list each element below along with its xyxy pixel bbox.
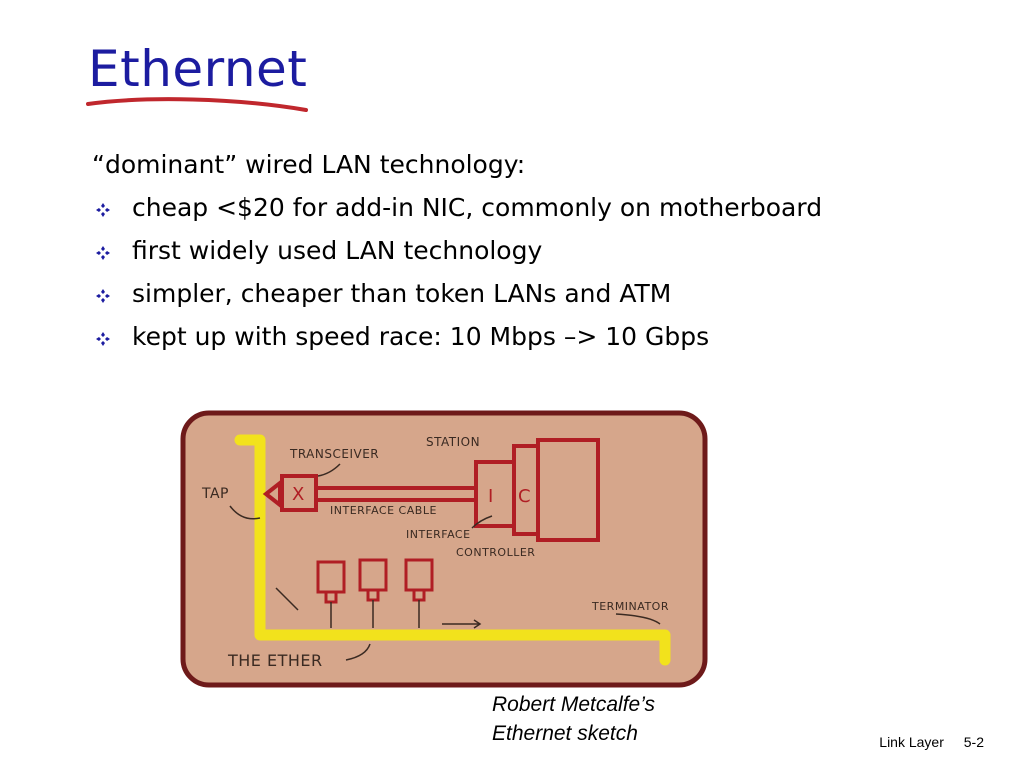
diamond-cluster-icon (96, 246, 110, 260)
footer-page-number: 5-2 (963, 734, 984, 750)
lead-text: “dominant” wired LAN technology: (92, 150, 526, 179)
ethernet-sketch: X I C TAP TRANSCEIVER STATION INTERFACE … (180, 410, 708, 688)
interface-controller-label-1: INTERFACE (406, 528, 471, 541)
diamond-cluster-icon (96, 203, 110, 217)
diamond-cluster-icon (96, 332, 110, 346)
station-label: STATION (426, 435, 480, 449)
station-box (536, 438, 600, 542)
ether-cable (234, 434, 671, 666)
interface-cable-label: INTERFACE CABLE (330, 504, 437, 517)
list-item: simpler, cheaper than token LANs and ATM (96, 278, 822, 321)
drop-station (316, 560, 346, 628)
interface-controller-label-2: CONTROLLER (456, 546, 535, 559)
list-item: kept up with speed race: 10 Mbps –> 10 G… (96, 321, 822, 364)
title-underline (86, 97, 308, 112)
tap-label: TAP (201, 486, 229, 502)
bullet-text: first widely used LAN technology (132, 236, 543, 265)
figure-caption: Robert Metcalfe’s Ethernet sketch (492, 690, 655, 748)
footer-section: Link Layer (879, 734, 944, 750)
list-item: first widely used LAN technology (96, 235, 822, 278)
transceiver-label: TRANSCEIVER (289, 447, 379, 461)
bullet-text: simpler, cheaper than token LANs and ATM (132, 279, 672, 308)
caption-line: Robert Metcalfe’s (492, 693, 656, 716)
bullet-text: cheap <$20 for add-in NIC, commonly on m… (132, 193, 823, 222)
list-item: cheap <$20 for add-in NIC, commonly on m… (96, 192, 822, 235)
transceiver-box-label: X (292, 484, 305, 505)
the-ether-label: THE ETHER (227, 651, 323, 670)
bullet-list: cheap <$20 for add-in NIC, commonly on m… (96, 192, 822, 364)
bullet-text: kept up with speed race: 10 Mbps –> 10 G… (132, 322, 710, 351)
slide-title: Ethernet (88, 40, 308, 98)
slide-footer: Link Layer 5-2 (863, 734, 984, 750)
drop-station (404, 558, 434, 628)
caption-line: Ethernet sketch (492, 722, 638, 745)
diamond-cluster-icon (96, 289, 110, 303)
drop-station (358, 558, 388, 628)
controller-box-label: C (518, 486, 531, 507)
interface-box-label: I (488, 486, 494, 507)
terminator-label: TERMINATOR (591, 600, 669, 613)
transceiver-box (280, 474, 318, 512)
